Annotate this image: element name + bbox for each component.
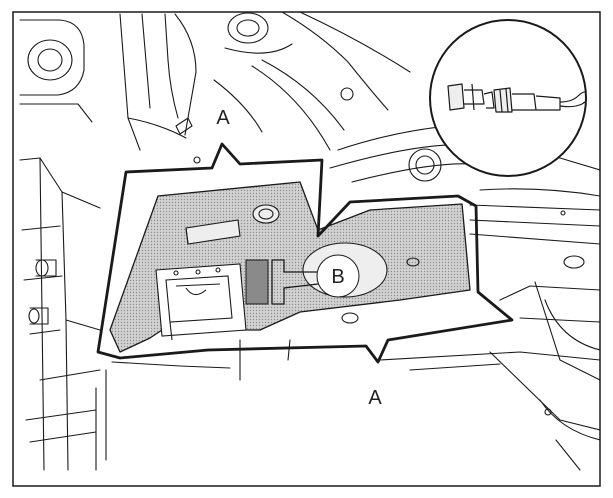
- callout-b-leader: [271, 259, 319, 305]
- component-b-highlight: [245, 259, 269, 305]
- vehicle-structure-lineart: [19, 12, 600, 471]
- oxygen-sensor-detail: [447, 83, 586, 113]
- callout-b-circle: [316, 254, 360, 298]
- area-a-outline: [96, 142, 514, 364]
- callout-b-label: B: [331, 266, 344, 288]
- area-a-label-bottom: A: [368, 387, 382, 409]
- area-a-label-top: A: [216, 107, 230, 129]
